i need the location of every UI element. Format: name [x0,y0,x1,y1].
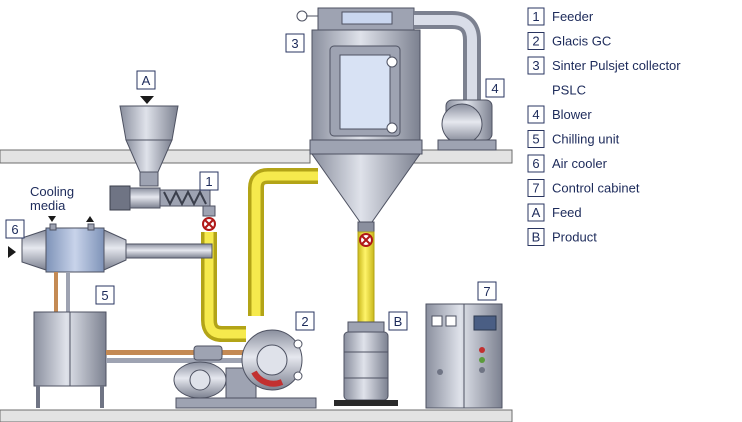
tag-chilling-text: 5 [101,288,108,303]
tag-feeder: 1 [199,171,219,191]
tag-aircooler-text: 6 [11,222,18,237]
legend-label: Chilling unit [552,132,620,147]
legend-label: PSLC [552,83,586,98]
legend-key: B [532,230,541,245]
ground-floor [0,409,513,422]
legend-item: 7 Control cabinet [527,179,640,197]
yellow-pipe-feeder [201,232,246,342]
legend-item: 6 Air cooler [527,154,608,173]
glacis-unit [173,329,317,409]
legend-item: 2 Glacis GC [527,32,611,50]
legend-key: 7 [532,181,539,196]
tag-glacis-text: 2 [301,314,308,329]
legend-item: A Feed [527,203,582,222]
blower [437,99,497,151]
chilling-unit [33,272,246,408]
upper-platform-right [411,149,513,164]
tag-blower-text: 4 [491,81,498,96]
legend-label: Glacis GC [552,34,611,49]
product-drum [334,321,398,406]
tag-feed: A [136,70,156,90]
tag-chilling: 5 [95,285,115,305]
collector-to-blower-pipe [414,11,481,100]
pulsjet-collector [296,7,423,233]
feed-hopper [119,96,179,187]
legend-key: 2 [532,34,539,49]
tag-aircooler: 6 [5,219,25,239]
tag-cabinet: 7 [477,281,497,301]
legend-item: 5 Chilling unit [527,130,620,148]
control-cabinet [425,303,503,409]
legend-label: Sinter Pulsjet collector [552,58,681,73]
tag-product-text: B [394,314,403,329]
legend-key: 5 [532,132,539,147]
legend-label: Product [552,230,597,245]
screw-feeder [109,185,211,211]
cooling-out-arrow-icon [86,216,94,222]
tag-feeder-text: 1 [205,174,212,189]
legend: 1 Feeder 2 Glacis GC 3 Sinter Pulsjet collect… [527,7,681,246]
legend-key: 3 [532,58,539,73]
feed-arrow-icon [140,96,154,104]
tag-cabinet-text: 7 [483,284,490,299]
legend-label: Control cabinet [552,181,640,196]
cooler-outlet-pipe [125,243,213,259]
legend-label: Feed [552,205,582,220]
yellow-pipe-main [248,168,318,316]
tag-blower: 4 [485,78,505,98]
legend-label: Air cooler [552,156,608,171]
tag-product: B [388,311,408,331]
legend-label: Feeder [552,9,594,24]
legend-item: B Product [527,228,597,246]
air-in-arrow-icon [8,246,16,258]
cooling-in-arrow-icon [48,216,56,222]
legend-key: 6 [532,156,539,171]
legend-item: 4 Blower [527,105,592,124]
tag-feed-text: A [142,73,151,88]
legend-label: Blower [552,107,592,122]
legend-item: PSLC [552,83,586,98]
tag-collector: 3 [285,33,305,53]
legend-item: 1 Feeder [527,7,594,26]
air-cooler [8,216,127,273]
legend-key: 1 [532,9,539,24]
legend-key: A [532,205,541,220]
tag-collector-text: 3 [291,36,298,51]
cooling-media-label-1: Cooling [30,184,74,199]
tag-glacis: 2 [295,311,315,331]
legend-item: 3 Sinter Pulsjet collector [527,56,681,75]
legend-key: 4 [532,107,539,122]
cooling-media-label-2: media [30,198,66,213]
